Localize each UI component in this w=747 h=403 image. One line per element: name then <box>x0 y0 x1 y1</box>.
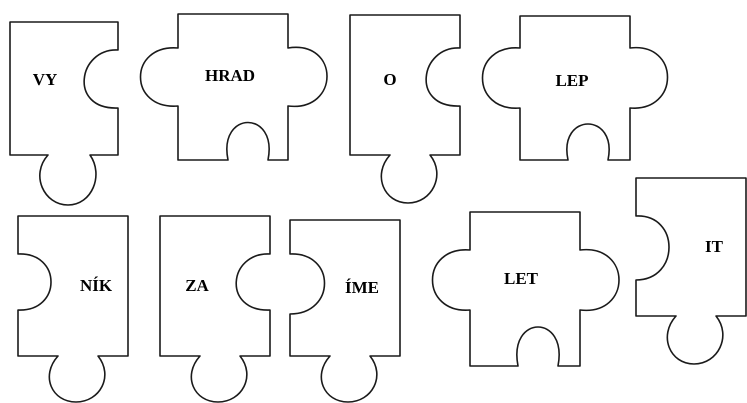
piece-outline <box>160 216 270 402</box>
piece-outline <box>18 216 128 402</box>
piece-label: O <box>383 70 396 89</box>
puzzle-piece-za[interactable]: ZA <box>160 216 270 402</box>
piece-label: LEP <box>555 71 588 90</box>
puzzle-piece-vy[interactable]: VY <box>10 22 118 205</box>
piece-label: VY <box>33 70 58 89</box>
puzzle-piece-lep[interactable]: LEP <box>483 16 668 160</box>
piece-label: ÍME <box>345 278 379 297</box>
piece-outline <box>433 212 620 366</box>
piece-label: ZA <box>185 276 209 295</box>
piece-outline <box>350 15 460 203</box>
piece-outline <box>141 14 328 160</box>
piece-label: LET <box>504 269 539 288</box>
puzzle-piece-let[interactable]: LET <box>433 212 620 366</box>
piece-outline <box>636 178 746 364</box>
puzzle-piece-it[interactable]: IT <box>636 178 746 364</box>
piece-label: NÍK <box>80 276 113 295</box>
piece-label: IT <box>705 237 724 256</box>
piece-label: HRAD <box>205 66 255 85</box>
puzzle-piece-nik[interactable]: NÍK <box>18 216 128 402</box>
piece-outline <box>290 220 400 402</box>
puzzle-piece-hrad[interactable]: HRAD <box>141 14 328 160</box>
puzzle-piece-ime[interactable]: ÍME <box>290 220 400 402</box>
puzzle-piece-o[interactable]: O <box>350 15 460 203</box>
piece-outline <box>10 22 118 205</box>
